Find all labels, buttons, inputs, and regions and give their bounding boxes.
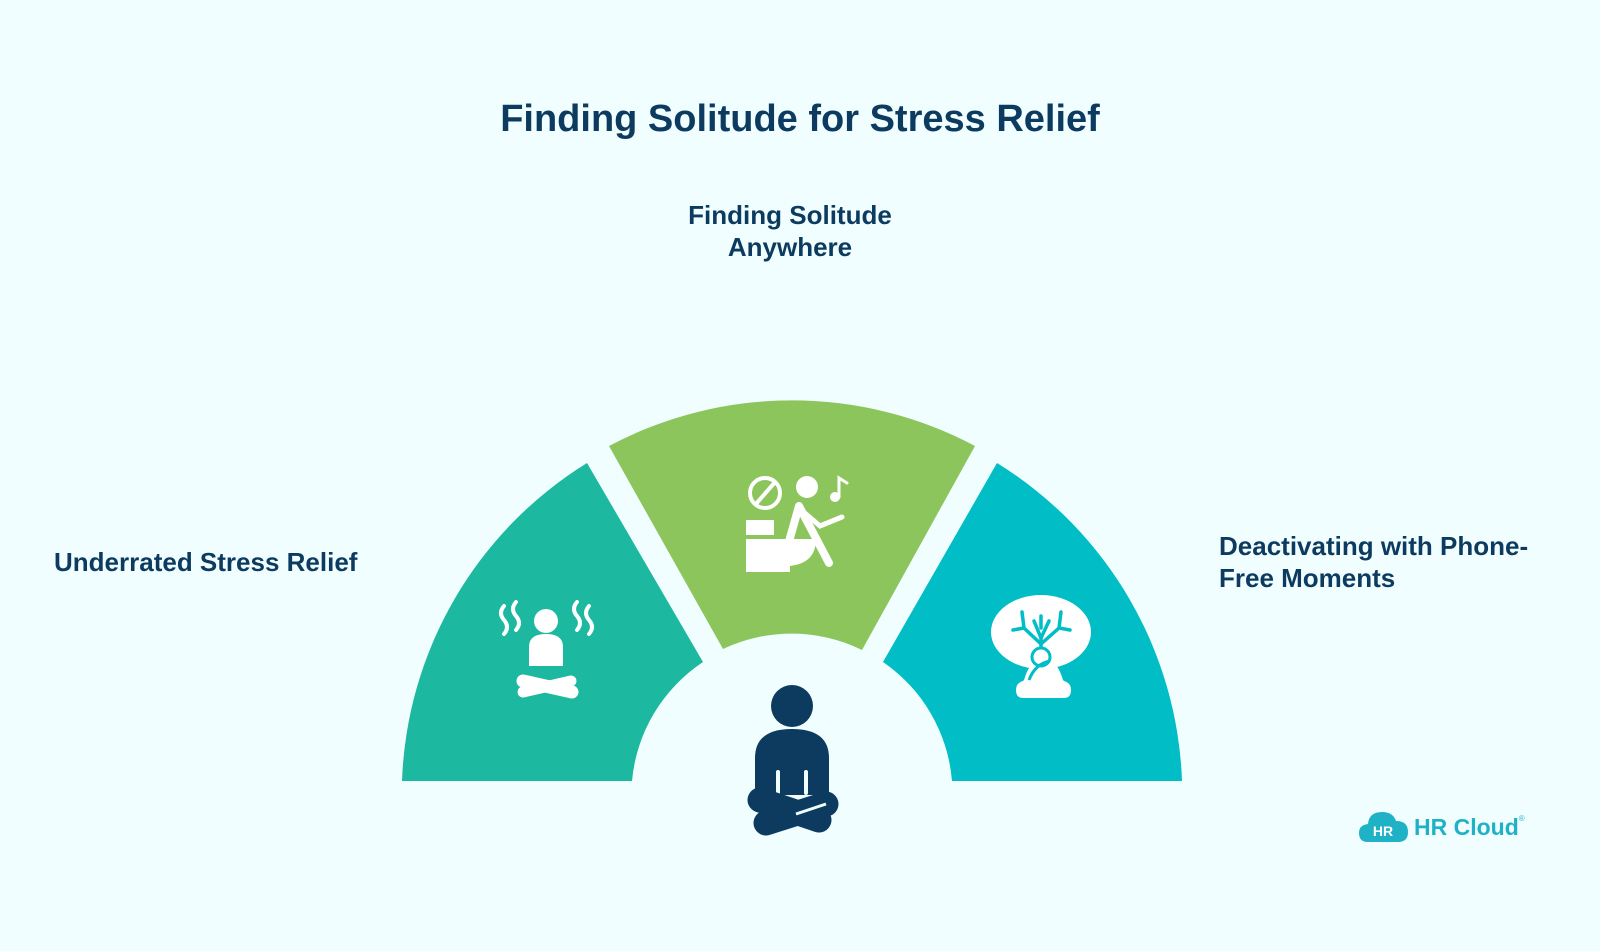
label-deactivating-phone-free: Deactivating with Phone- Free Moments <box>1219 530 1559 594</box>
hr-cloud-logo: HR HR Cloud® <box>1358 808 1525 848</box>
meditating-person-with-heat-waves-icon <box>499 600 594 699</box>
label-finding-solitude-anywhere: Finding Solitude Anywhere <box>600 199 980 263</box>
logo-name: HR Cloud <box>1414 814 1519 840</box>
meditating-person-icon <box>747 685 839 836</box>
label-line: Deactivating with Phone- <box>1219 531 1529 561</box>
label-line: Underrated Stress Relief <box>54 547 358 577</box>
label-underrated-stress-relief: Underrated Stress Relief <box>54 546 474 578</box>
label-line: Finding Solitude <box>688 200 892 230</box>
meditating-person-thinking-of-tree-icon <box>991 595 1091 698</box>
page-title: Finding Solitude for Stress Relief <box>500 98 1100 140</box>
person-seated-on-toilet-with-music-no-symbol-icon <box>746 475 849 572</box>
logo-wordmark: HR Cloud® <box>1414 814 1525 841</box>
logo-badge: HR <box>1373 823 1393 839</box>
cloud-icon: HR <box>1359 812 1408 842</box>
label-line: Anywhere <box>727 232 853 262</box>
registered-mark: ® <box>1518 814 1525 823</box>
label-line: Free Moments <box>1219 563 1396 593</box>
